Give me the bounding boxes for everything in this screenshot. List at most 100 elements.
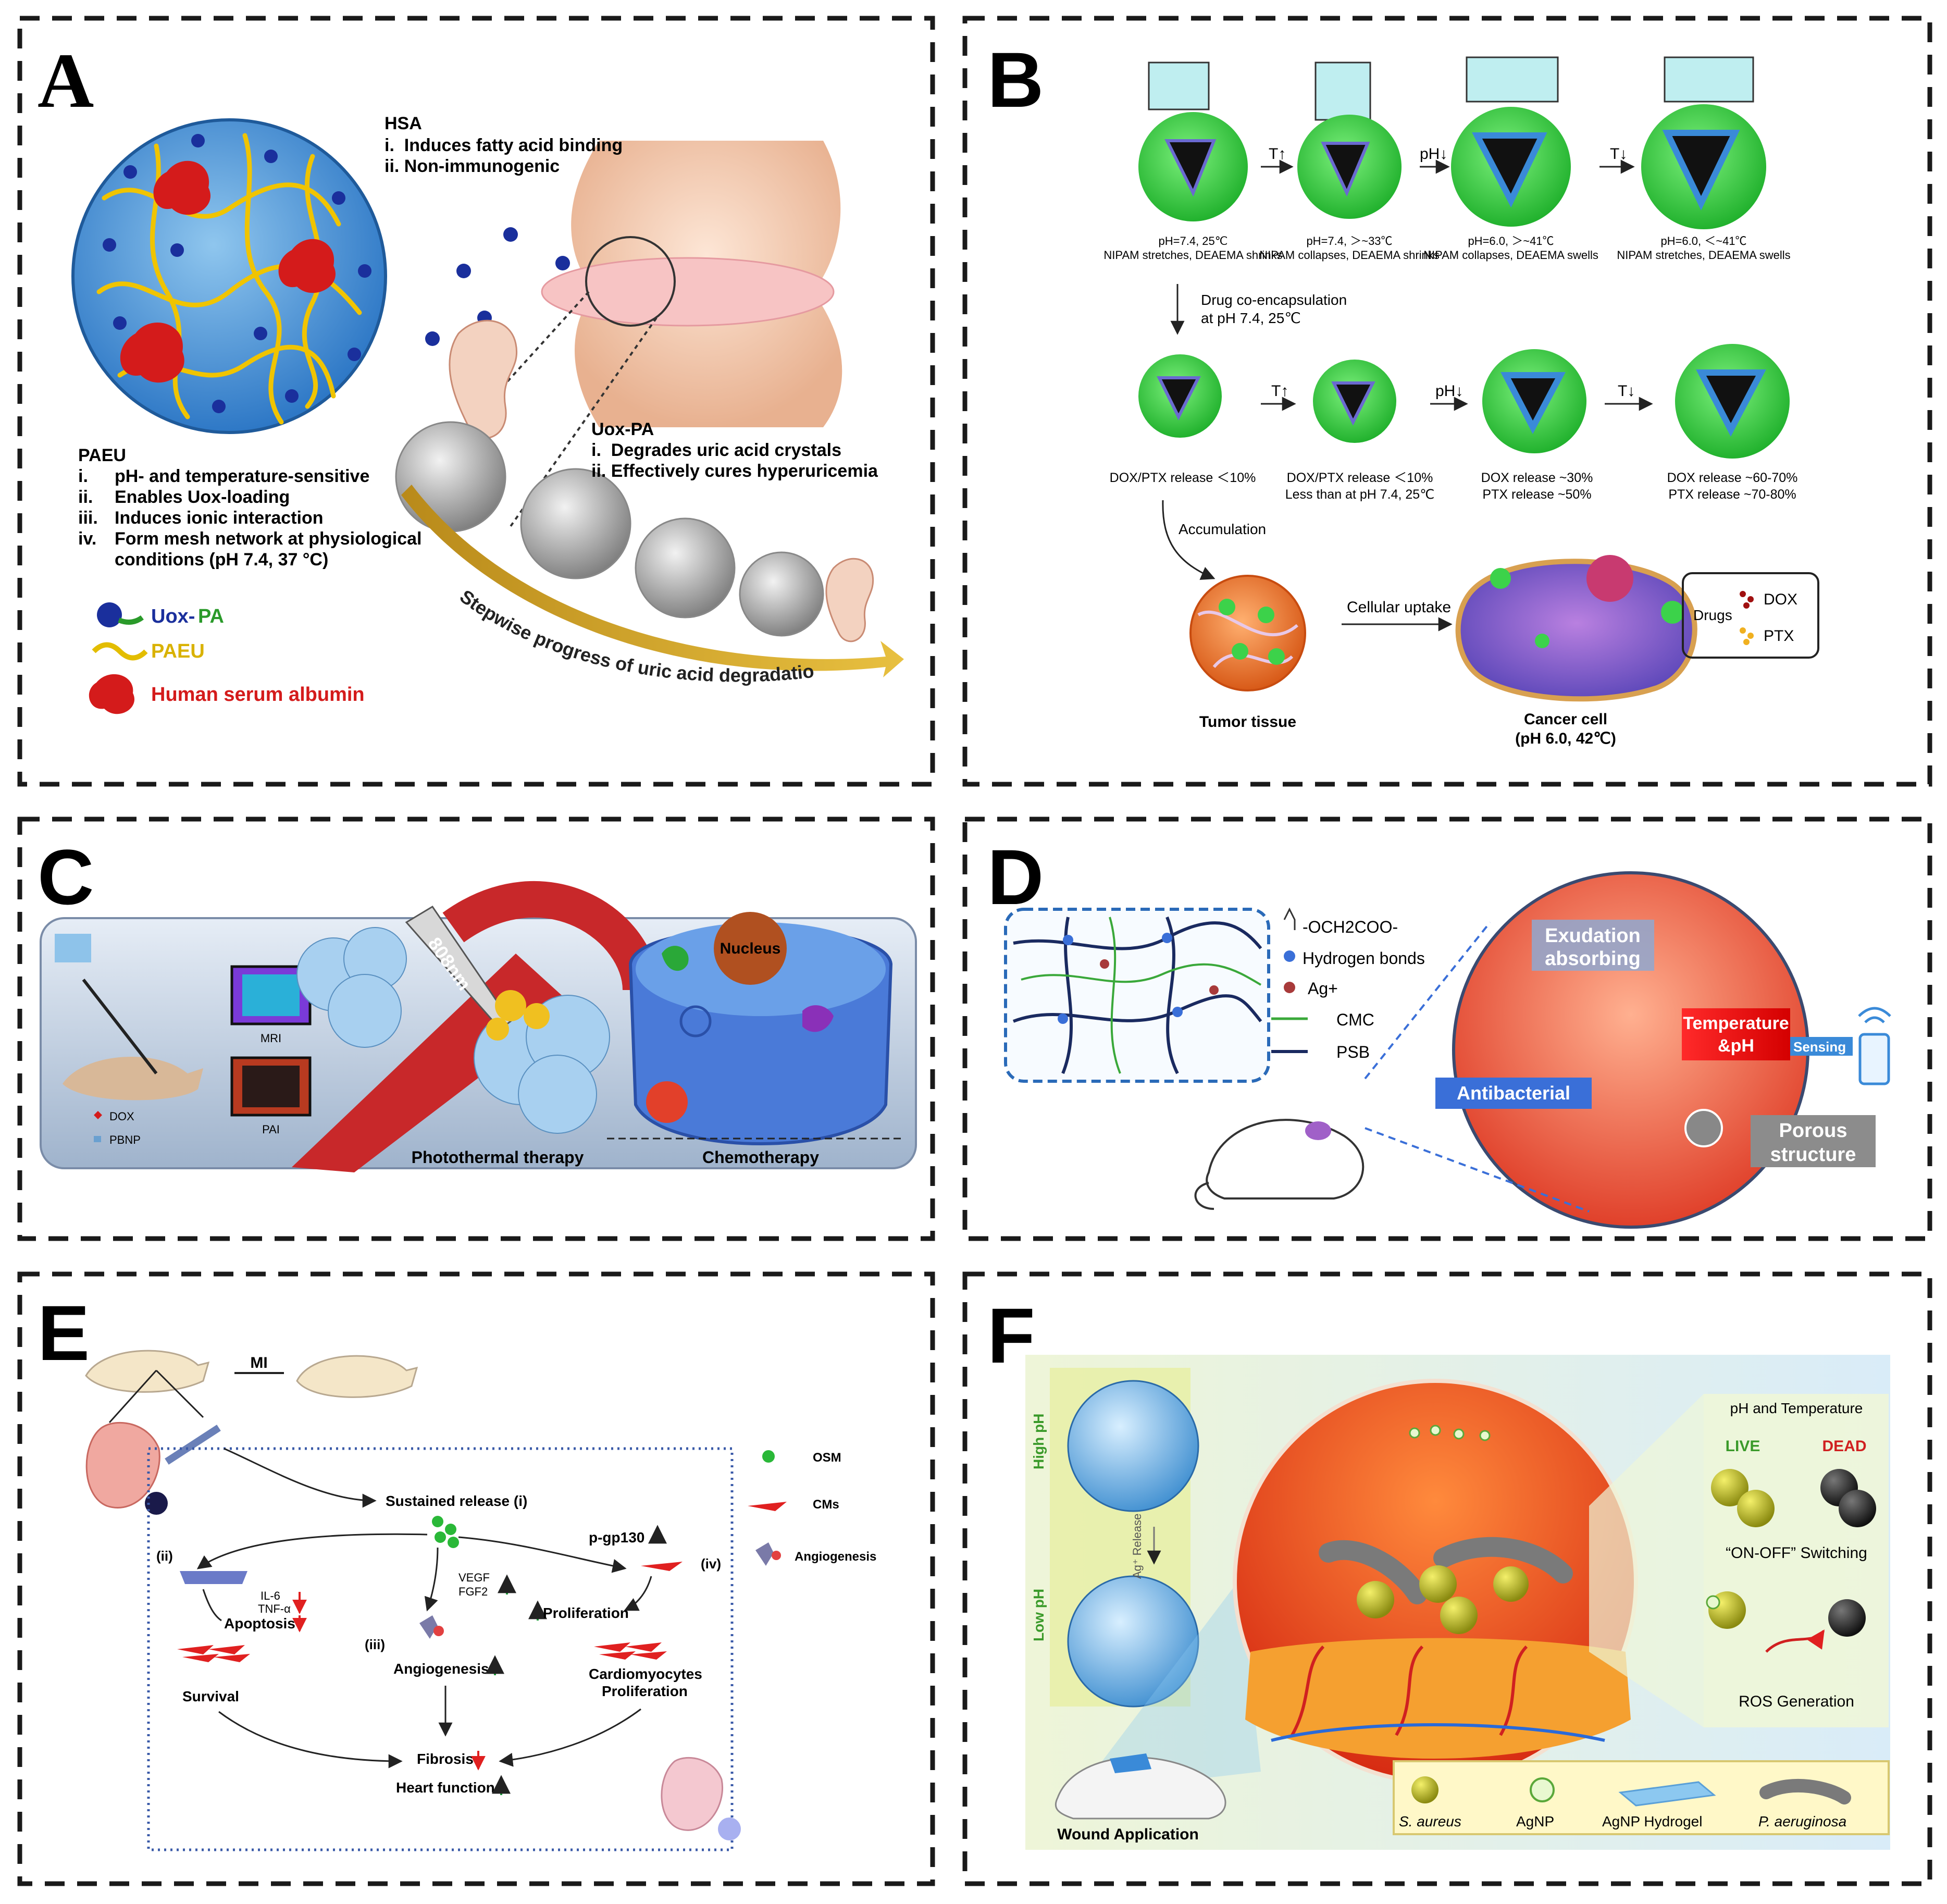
c-ptt: Photothermal therapy <box>412 1148 584 1167</box>
e-apoptosis: Apoptosis <box>224 1615 295 1631</box>
e-leg-osm: OSM <box>813 1451 841 1465</box>
drugs-legend-box <box>1682 572 1819 659</box>
agnp-legend-icon <box>1530 1777 1555 1802</box>
paeu-item-2: Enables Uox-loading <box>115 487 290 507</box>
p-aeruginosa-legend-icon <box>1759 1778 1851 1804</box>
foot-icon <box>449 319 517 439</box>
b-ptx: PTX <box>1764 627 1794 645</box>
panel-a-legend: Uox- PA PAEU Human serum albumin <box>89 602 365 714</box>
d-porous-2: structure <box>1770 1144 1856 1166</box>
tumor-particles <box>1219 599 1285 665</box>
mouse-icon-d <box>1206 1119 1365 1200</box>
hsa-item-1: i. Induces fatty acid binding <box>385 135 623 155</box>
uox-dots-in-sphere <box>103 134 371 413</box>
sensing-arrow <box>1790 1037 1853 1056</box>
wound-skin-layer <box>1245 1638 1631 1759</box>
panel-d-frame <box>962 817 1932 1241</box>
e-sustained: Sustained release (i) <box>386 1493 527 1509</box>
e-vegf: VEGF <box>458 1571 490 1584</box>
panel-a-frame <box>17 16 935 787</box>
b-row2-arrow-labels: T↑ pH↓ T↓ <box>1271 382 1635 400</box>
panel-b-letter: B <box>987 36 1044 123</box>
degradation-sphere-1 <box>395 421 506 533</box>
e-arrow-cm-fibrosis <box>499 1708 641 1767</box>
hsa-proteins <box>120 160 336 383</box>
hsa-title: HSA <box>385 114 422 133</box>
panel-e: E MI Sustained release (i) p-gp130 (ii) … <box>38 1289 876 1851</box>
paeu-item-4: Form mesh network at physiological <box>115 529 421 549</box>
dead-bacteria-icon <box>1820 1469 1876 1527</box>
heart-small-patch <box>718 1818 741 1840</box>
paeu-micelle-sphere <box>71 118 387 434</box>
d-porous-1: Porous <box>1779 1120 1847 1142</box>
endosome-icon <box>679 1005 712 1037</box>
degradation-sphere-4 <box>739 551 824 637</box>
e-angiogenesis: Angiogenesis <box>393 1661 489 1677</box>
b-row1-cond-4: pH=6.0, ＜~41℃ <box>1660 234 1746 248</box>
cm-cell-ii <box>180 1571 247 1584</box>
e-leg-angio: Angiogenesis <box>795 1550 876 1564</box>
e-ii: (ii) <box>156 1548 173 1564</box>
phone-icon <box>1858 1033 1890 1085</box>
osm-legend-icon <box>762 1450 775 1463</box>
hydrogel-low-ph <box>1067 1575 1199 1708</box>
e-tnf: TNF-α <box>258 1602 291 1615</box>
cmc-chains <box>1021 917 1262 1074</box>
heart-injection-site <box>145 1492 168 1515</box>
e-iii: (iii) <box>365 1637 385 1652</box>
syringe-icon <box>165 1425 221 1465</box>
e-fibrosis: Fibrosis <box>417 1751 474 1767</box>
panel-d: D -OCH2COO- Hydrogen bonds Ag+ CMC PSB E… <box>987 833 1891 1229</box>
b-row1-arrow-labels: T↑ pH↓ T↓ <box>1269 145 1627 163</box>
tumor-vessels <box>1197 610 1298 668</box>
paeu-item-4-num: iv. <box>78 529 96 549</box>
c-corner-square <box>55 934 91 962</box>
b-accumulation-arrow <box>1162 500 1216 580</box>
d-sensing: Sensing <box>1793 1039 1846 1055</box>
b-row2-l1-3: DOX release ~30% <box>1481 471 1593 485</box>
legend-hsa: Human serum albumin <box>151 684 365 706</box>
s-aureus-legend-icon <box>1411 1776 1438 1803</box>
cms-proliferation <box>594 1642 667 1660</box>
e-il6: IL-6 <box>261 1589 280 1602</box>
panel-f: F High pH Low pH Ag⁺ Release pH and Temp… <box>987 1292 1890 1850</box>
mouse-after-mi <box>296 1355 418 1398</box>
paeu-item-5: conditions (pH 7.4, 37 °C) <box>115 550 328 570</box>
mouse-icon <box>63 1056 203 1101</box>
b-drugs: Drugs <box>1693 607 1732 623</box>
cm-cell-iv <box>641 1562 683 1571</box>
degradation-sphere-2 <box>520 468 631 579</box>
b-co-encap-1: Drug co-encapsulation <box>1201 292 1347 308</box>
panel-a: A <box>0 0 904 714</box>
b-arrow2-3: T↓ <box>1618 382 1635 400</box>
b-co-encap-2: at pH 7.4, 25℃ <box>1201 310 1301 326</box>
cms-legend-icon <box>748 1502 787 1511</box>
c-chemo: Chemotherapy <box>702 1148 819 1167</box>
angio-legend-icon <box>755 1542 781 1566</box>
hbond-legend-icon <box>1284 950 1295 962</box>
ros-bacteria-after <box>1828 1599 1866 1637</box>
b-row2-micelles <box>1138 344 1790 459</box>
f-ros: ROS Generation <box>1739 1693 1854 1710</box>
micelle-state-2 <box>1297 61 1402 219</box>
b-row1-desc-3: NIPAM collapses, DEAEMA swells <box>1423 249 1598 262</box>
e-leg-cms: CMs <box>813 1498 839 1512</box>
b-arrow1-1: T↑ <box>1269 145 1286 163</box>
e-arrow-iv <box>458 1536 627 1573</box>
f-switching: “ON-OFF” Switching <box>1726 1544 1867 1562</box>
agnp-particles <box>1409 1425 1491 1441</box>
b-row1-micelles <box>1138 56 1766 229</box>
e-arrow-iii <box>424 1547 439 1612</box>
b-row1-cond-2: pH=7.4, ＞~33℃ <box>1306 234 1392 248</box>
osm-cluster <box>432 1516 459 1548</box>
d-temp-1: Temperature <box>1683 1013 1789 1033</box>
mouse-f-wound <box>1110 1753 1151 1773</box>
b-row2-l2-2: Less than at pH 7.4, 25℃ <box>1285 487 1435 502</box>
red-ball <box>646 1081 688 1123</box>
b-cancer-1: Cancer cell <box>1524 711 1607 728</box>
f-legend-0: S. aureus <box>1399 1813 1461 1829</box>
uox-pa-legend-tail <box>118 615 144 625</box>
mouse-wound-spot <box>1305 1121 1331 1140</box>
heart-icon <box>85 1421 160 1509</box>
